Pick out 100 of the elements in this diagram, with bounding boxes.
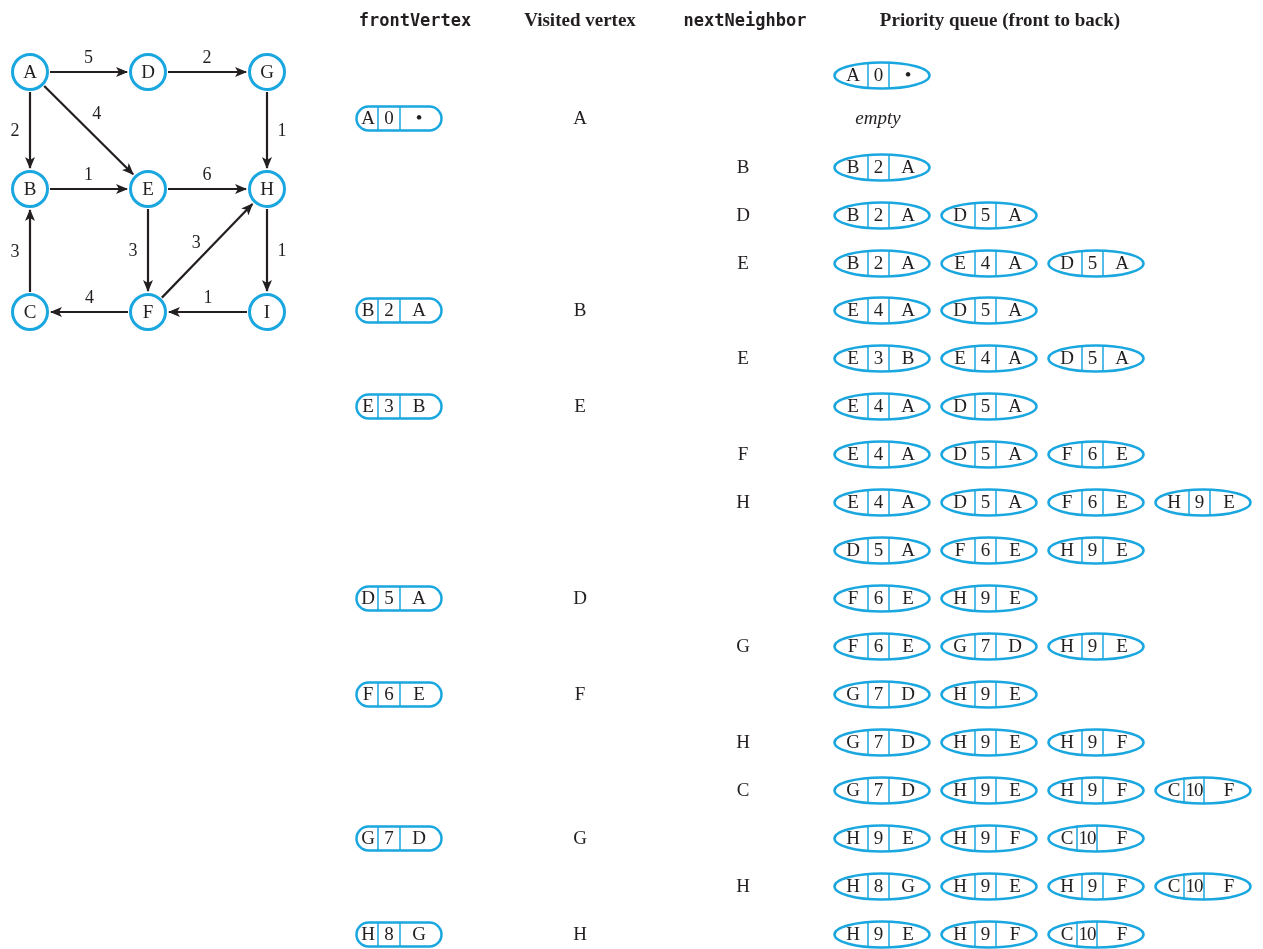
distance-value: 10: [1185, 875, 1203, 897]
distance-value: 3: [873, 347, 884, 369]
predecessor-label: D: [1008, 635, 1022, 657]
vertex-label: F: [954, 539, 966, 561]
arrow: [262, 209, 272, 292]
vertex-label: H: [361, 923, 375, 945]
arrow: [25, 92, 35, 169]
queue-entry-oval: [940, 295, 1038, 325]
queue-entry-oval: [940, 823, 1038, 853]
predecessor-label: F: [1116, 827, 1128, 849]
queue-entry-oval: [1047, 248, 1145, 278]
vertex-label: D: [1060, 252, 1074, 274]
distance-value: 6: [1087, 443, 1098, 465]
vertex-label: D: [953, 443, 967, 465]
vertex-label: F: [847, 635, 859, 657]
vertex-label: G: [846, 731, 860, 753]
vertex-label: F: [1061, 491, 1073, 513]
edge-label: 3: [189, 232, 203, 251]
queue-entry-oval: [1047, 727, 1145, 757]
distance-value: 5: [980, 204, 991, 226]
predecessor-label: E: [1116, 539, 1128, 561]
vertex-label: B: [573, 299, 587, 321]
predecessor-label: E: [1223, 491, 1235, 513]
queue-entry-oval: [833, 439, 931, 469]
front-entry-pill: [355, 920, 443, 948]
vertex-label: G: [736, 635, 750, 657]
vertex-label: E: [954, 252, 966, 274]
distance-value: 9: [980, 827, 991, 849]
distance-value: 3: [384, 395, 394, 417]
distance-value: 9: [980, 779, 991, 801]
predecessor-label: D: [901, 731, 915, 753]
queue-entry-oval: [940, 487, 1038, 517]
arrow: [25, 209, 35, 292]
vertex-label: C: [736, 779, 750, 801]
vertex-label: B: [846, 156, 860, 178]
distance-value: 2: [873, 156, 884, 178]
vertex-label: H: [1167, 491, 1181, 513]
queue-entry-oval: [833, 343, 931, 373]
distance-value: 5: [384, 587, 394, 609]
predecessor-label: E: [902, 923, 914, 945]
distance-value: 0: [873, 64, 884, 86]
predecessor-label: F: [1009, 923, 1021, 945]
queue-entry-oval: [833, 679, 931, 709]
queue-entry-oval: [940, 391, 1038, 421]
predecessor-label: A: [901, 252, 915, 274]
column-header: nextNeighbor: [683, 10, 807, 30]
distance-value: 10: [1185, 779, 1203, 801]
predecessor-label: A: [901, 395, 915, 417]
predecessor-label: E: [1116, 635, 1128, 657]
queue-entry-oval: [940, 583, 1038, 613]
vertex-label: D: [573, 587, 587, 609]
vertex-label: H: [846, 875, 860, 897]
predecessor-label: E: [413, 683, 425, 705]
queue-entry-oval: [833, 535, 931, 565]
distance-value: 9: [980, 587, 991, 609]
vertex-circle: D: [129, 53, 167, 91]
arrow: [168, 184, 247, 194]
vertex-label: B: [846, 204, 860, 226]
distance-value: 9: [1087, 635, 1098, 657]
queue-entry-oval: [940, 200, 1038, 230]
predecessor-label: A: [1008, 347, 1022, 369]
front-entry-pill: [355, 296, 443, 324]
predecessor-label: A: [1008, 491, 1022, 513]
vertex-label: C: [1060, 923, 1074, 945]
vertex-circle: F: [129, 293, 167, 331]
vertex-label: D: [953, 204, 967, 226]
predecessor-label: A: [1008, 443, 1022, 465]
distance-value: 4: [873, 395, 884, 417]
front-entry-pill: [355, 584, 443, 612]
vertex-label: G: [953, 635, 967, 657]
distance-value: 7: [873, 731, 884, 753]
distance-value: 6: [980, 539, 991, 561]
predecessor-label: F: [1223, 875, 1235, 897]
queue-entry-oval: [833, 823, 931, 853]
distance-value: 0: [384, 107, 394, 129]
predecessor-label: E: [1009, 731, 1021, 753]
predecessor-label: F: [1116, 779, 1128, 801]
vertex-label: H: [953, 779, 967, 801]
vertex-label: B: [846, 252, 860, 274]
predecessor-label: E: [902, 635, 914, 657]
vertex-circle: H: [248, 170, 286, 208]
distance-value: 5: [980, 299, 991, 321]
arrow: [50, 184, 128, 194]
queue-entry-oval: [1047, 439, 1145, 469]
queue-entry-oval: [1047, 631, 1145, 661]
queue-entry-oval: [1047, 487, 1145, 517]
predecessor-label: B: [901, 347, 915, 369]
distance-value: 9: [980, 731, 991, 753]
distance-value: 4: [873, 491, 884, 513]
vertex-label: B: [736, 156, 750, 178]
queue-entry-oval: [940, 679, 1038, 709]
distance-value: 5: [1087, 252, 1098, 274]
front-entry-pill: [355, 680, 443, 708]
predecessor-label: A: [412, 587, 426, 609]
queue-entry-oval: [940, 535, 1038, 565]
predecessor-label: D: [901, 779, 915, 801]
column-header: Priority queue (front to back): [879, 9, 1121, 31]
vertex-label: D: [953, 491, 967, 513]
vertex-label: G: [846, 779, 860, 801]
vertex-label: H: [1060, 779, 1074, 801]
